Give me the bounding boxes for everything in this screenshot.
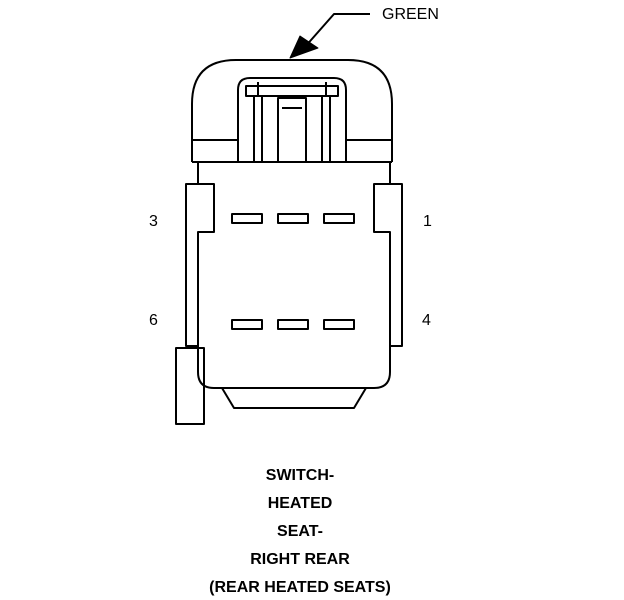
pin-label-6: 6 (149, 312, 158, 329)
caption-line-3: SEAT- (277, 523, 323, 540)
pin-label-1: 1 (423, 213, 432, 230)
cavity-3 (231, 213, 263, 224)
connector-body (175, 162, 403, 425)
caption-line-1: SWITCH- (265, 467, 335, 484)
caption-line-4: RIGHT REAR (250, 551, 350, 568)
pin-label-3: 3 (149, 213, 158, 230)
green-callout-arrow (289, 13, 370, 59)
cavity-1 (323, 213, 355, 224)
cavity-2 (277, 213, 309, 224)
pin-cavities (231, 213, 355, 330)
cavity-5 (277, 319, 309, 330)
wire-color-label: GREEN (382, 6, 439, 23)
caption-line-2: HEATED (267, 495, 333, 512)
cavity-4 (323, 319, 355, 330)
pin-label-4: 4 (422, 312, 431, 329)
cavity-6 (231, 319, 263, 330)
caption-line-5: (REAR HEATED SEATS) (209, 579, 391, 596)
connector-latch-hood (191, 59, 393, 163)
latch-tab (245, 82, 339, 163)
